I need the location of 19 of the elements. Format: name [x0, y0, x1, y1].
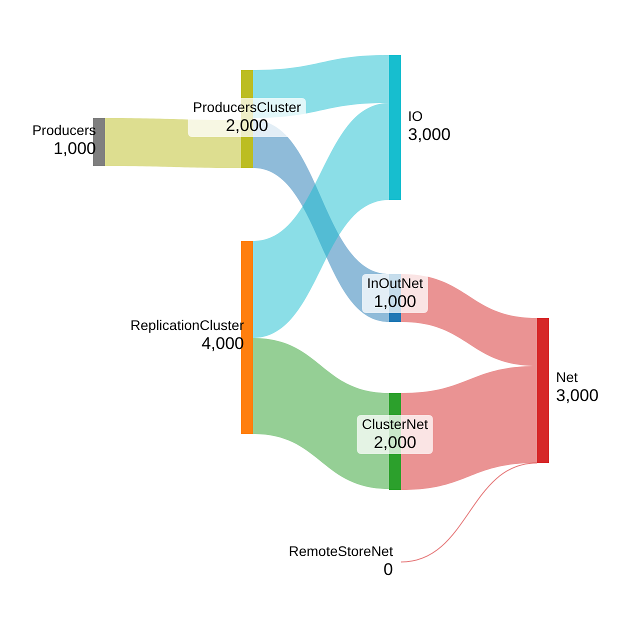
- node-value: 2,000: [372, 432, 418, 454]
- flow-band: [401, 366, 537, 490]
- node-name: Net: [556, 369, 579, 386]
- node-name: RemoteStoreNet: [288, 543, 393, 560]
- node-name: InOutNet: [366, 275, 424, 292]
- node-name: Producers: [32, 122, 96, 139]
- node-name: IO: [408, 108, 424, 125]
- node-value: 1,000: [372, 292, 418, 312]
- node-value: 3,000: [556, 386, 599, 406]
- node-name: ClusterNet: [362, 416, 428, 433]
- flow-band: [401, 274, 537, 366]
- node-value: 1,000: [52, 138, 96, 160]
- node-value: 0: [382, 560, 393, 580]
- node-value: 3,000: [408, 124, 451, 146]
- node-value: 2,000: [224, 116, 270, 136]
- node-name: ProducersCluster: [192, 99, 302, 116]
- flow-band: [105, 118, 241, 168]
- flow-line: [400, 462, 538, 562]
- flow-band: [253, 338, 389, 489]
